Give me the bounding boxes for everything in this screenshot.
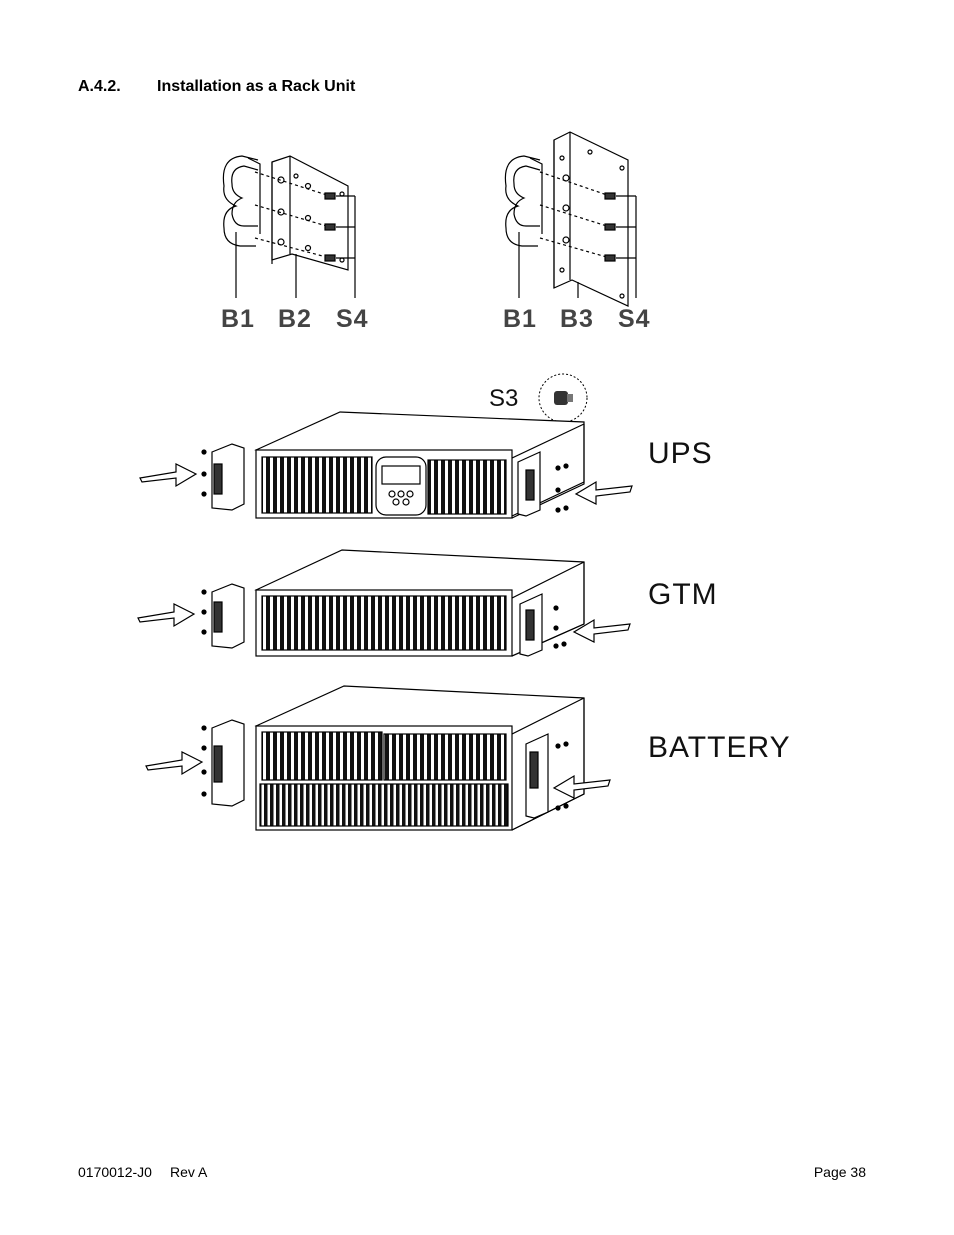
label-s4-left: S4: [336, 305, 369, 333]
right-bracket-assembly: [504, 131, 637, 307]
bracket-plate-b3: [553, 131, 629, 307]
revision: Rev A: [169, 1164, 208, 1180]
doc-number: 0170012-J0: [78, 1164, 152, 1180]
label-b3: B3: [560, 305, 594, 333]
ups-unit-drawing: [139, 411, 633, 519]
battery-unit-drawing: [145, 685, 611, 831]
screws-s4-right: [539, 171, 637, 298]
screw-s3-callout: S3: [489, 373, 588, 430]
left-bracket-assembly: [222, 155, 356, 298]
label-battery: BATTERY: [648, 731, 791, 764]
label-s3: S3: [489, 385, 518, 412]
label-b2: B2: [278, 305, 312, 333]
gtm-unit-drawing: [137, 549, 631, 657]
section-heading: A.4.2. Installation as a Rack Unit: [78, 78, 355, 96]
screws-s4-left: [254, 171, 356, 298]
handle-b1-right: [504, 155, 543, 298]
right-part-labels: B1 B3 S4: [503, 305, 651, 333]
handle-b1-left: [222, 155, 261, 298]
section-title: Installation as a Rack Unit: [157, 78, 356, 95]
label-s4-right: S4: [618, 305, 651, 333]
label-b1-left: B1: [221, 305, 255, 333]
label-b1-right: B1: [503, 305, 537, 333]
label-ups: UPS: [648, 437, 713, 470]
page-number: Page 38: [813, 1164, 866, 1180]
label-gtm: GTM: [648, 578, 718, 611]
footer-document-id: 0170012-J0 Rev A: [78, 1164, 207, 1180]
left-part-labels: B1 B2 S4: [221, 305, 369, 333]
section-number: A.4.2.: [78, 78, 121, 95]
